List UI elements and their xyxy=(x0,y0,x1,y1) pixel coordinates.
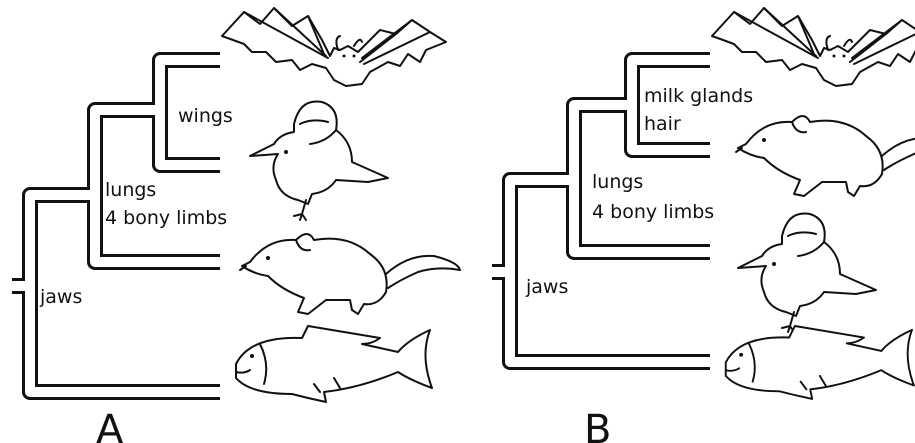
bird-icon xyxy=(250,101,388,220)
fish-icon xyxy=(236,326,432,402)
trait-label-lungs: lungs xyxy=(592,171,643,193)
trait-label-milk-glands: milk glands xyxy=(644,85,753,107)
trait-label-jaws: jaws xyxy=(525,276,568,298)
panel-label-b: B xyxy=(584,407,611,443)
panel-a: wings lungs 4 bony limbs jaws A xyxy=(12,8,460,443)
trait-label-hair: hair xyxy=(644,113,681,135)
fish-icon xyxy=(726,326,914,399)
panel-label-a: A xyxy=(96,407,124,443)
trait-label-wings: wings xyxy=(178,105,233,127)
trait-label-4-bony-limbs: 4 bony limbs xyxy=(592,201,714,223)
trait-label-lungs: lungs xyxy=(105,179,156,201)
bird-icon xyxy=(738,213,876,332)
trait-label-jaws: jaws xyxy=(39,286,82,308)
bat-icon xyxy=(222,8,446,86)
rodent-icon xyxy=(736,116,915,196)
rodent-icon xyxy=(240,234,460,314)
trait-label-4-bony-limbs: 4 bony limbs xyxy=(105,207,227,229)
panel-b: milk glands hair lungs 4 bony limbs jaws… xyxy=(492,8,915,443)
bat-icon xyxy=(712,8,915,86)
